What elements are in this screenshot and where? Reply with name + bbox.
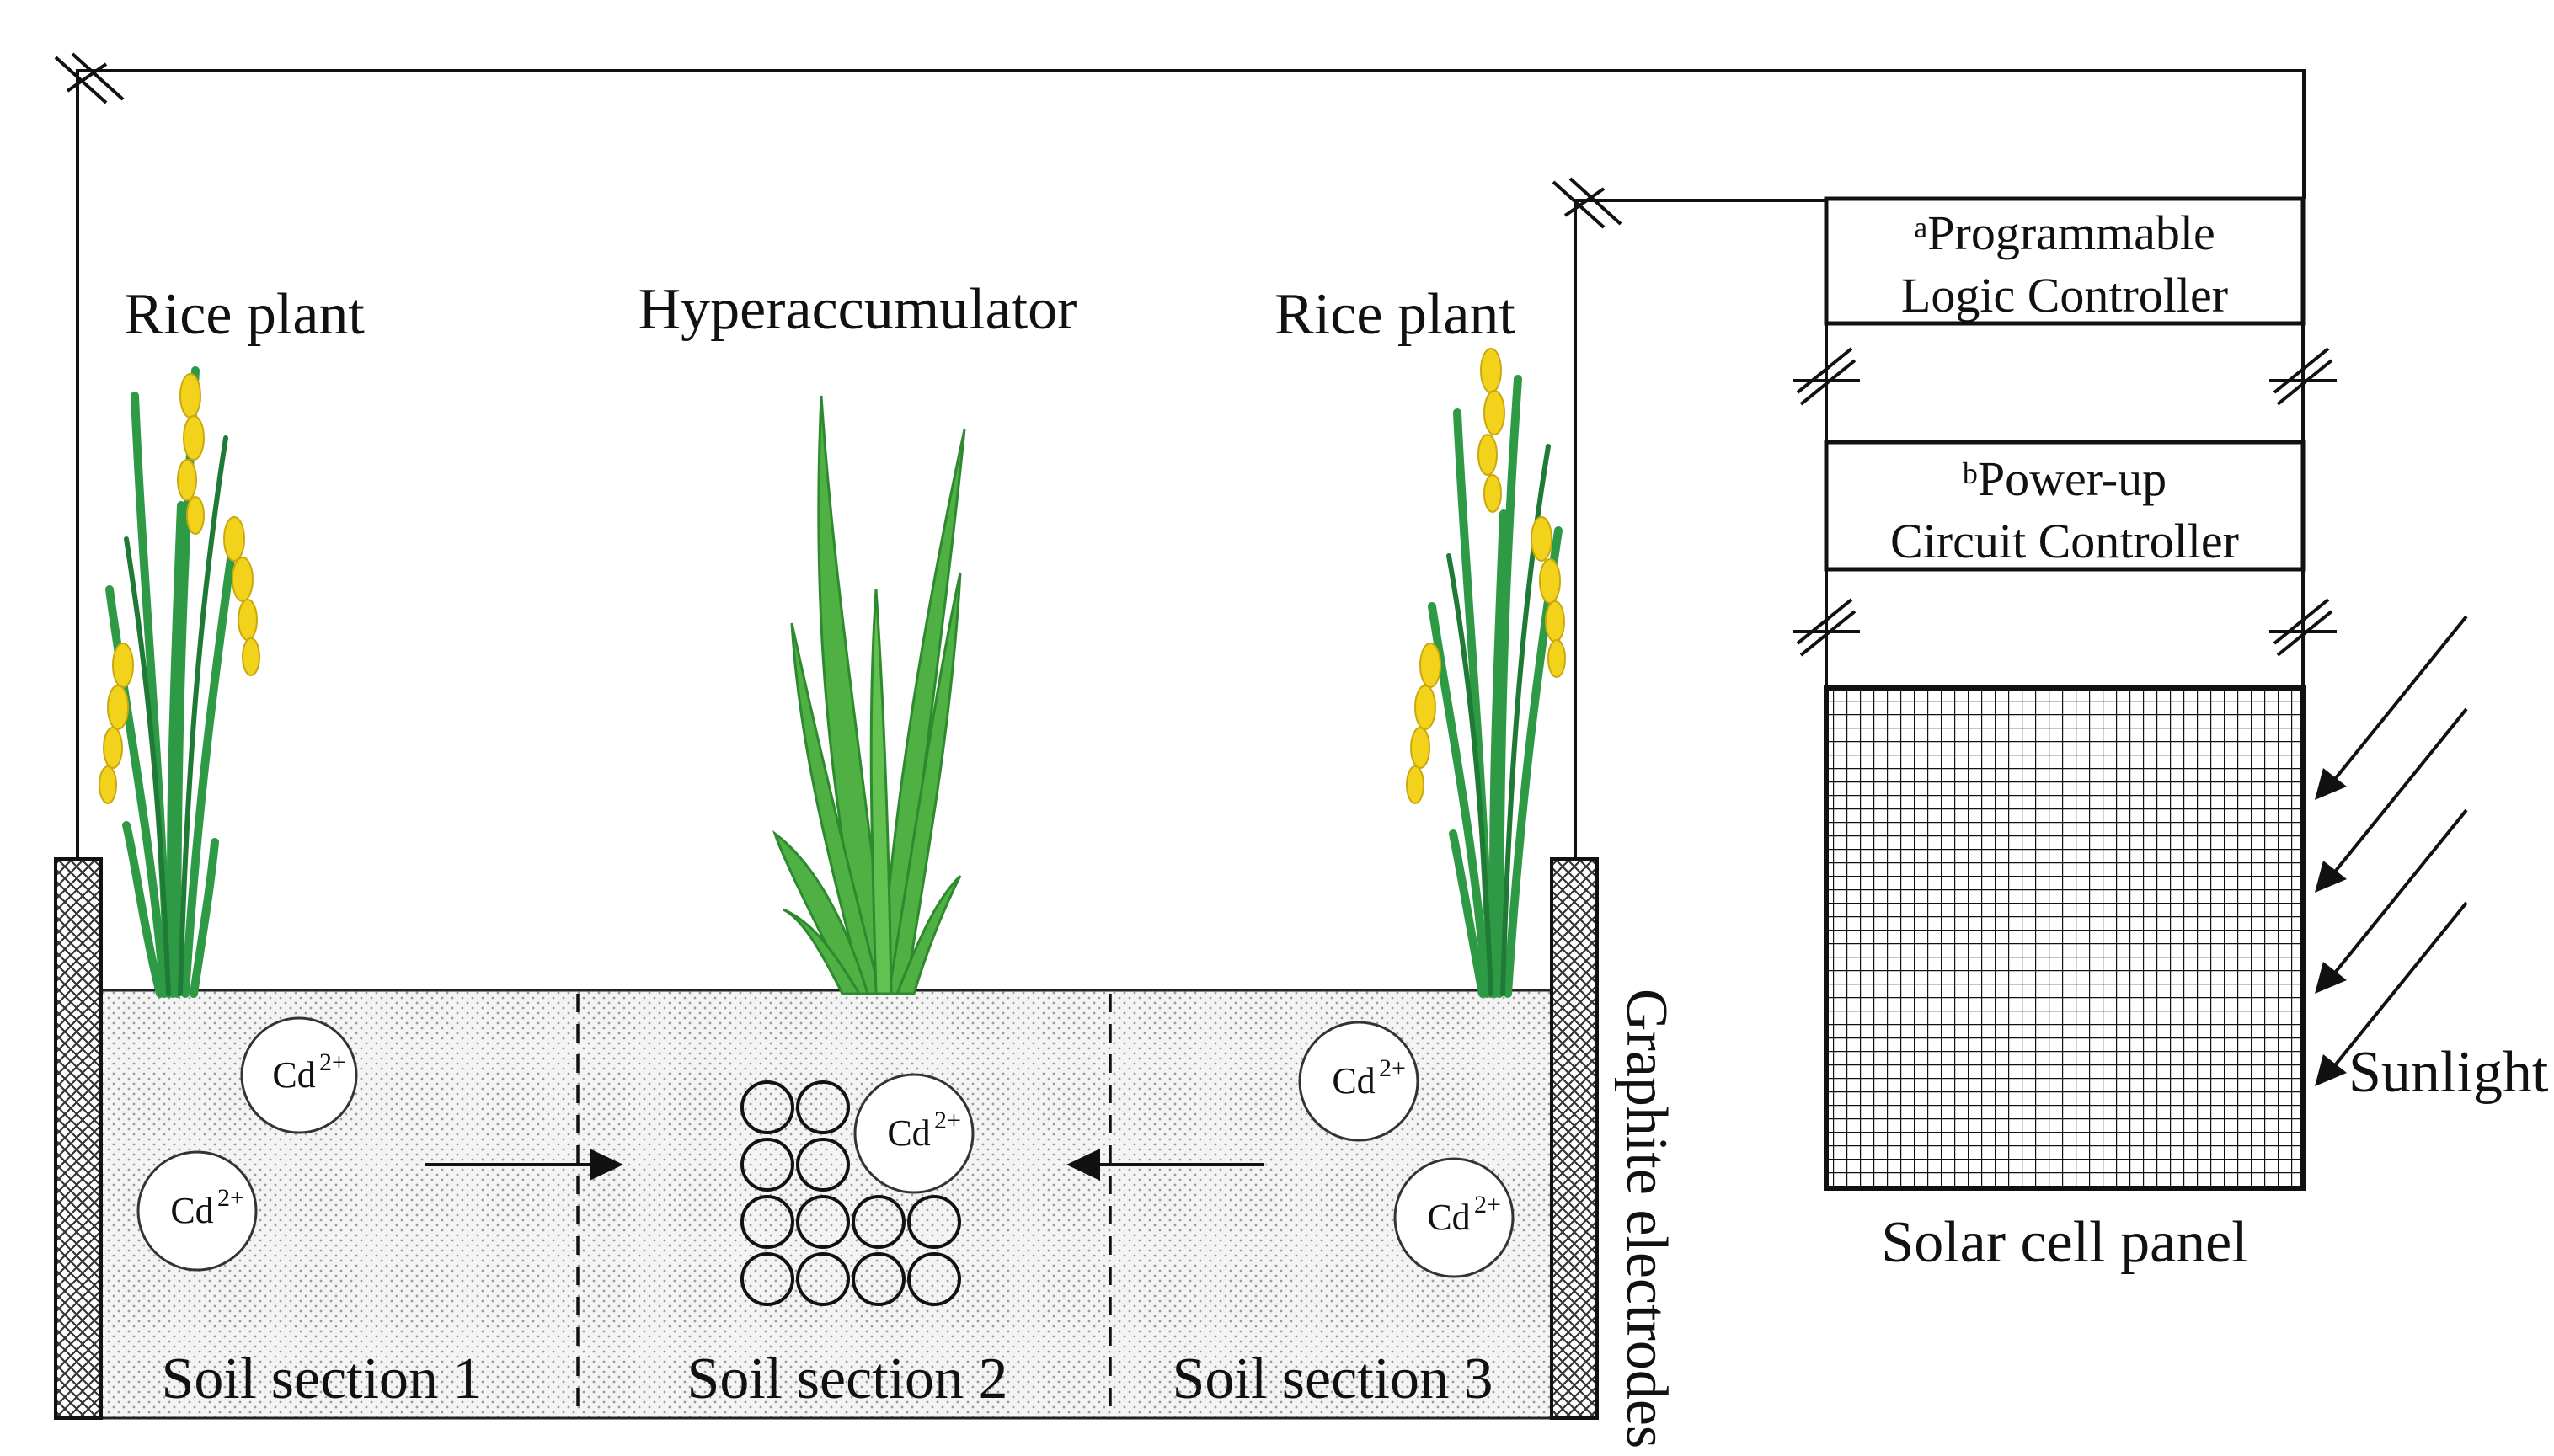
plc-line-2: Logic Controller <box>1901 268 2228 323</box>
wire-break-symbol <box>1552 177 1622 229</box>
plc-box-line-1: aProgrammable <box>1914 205 2215 260</box>
migration-arrows <box>425 1149 1264 1181</box>
cd-ion: Cd 2+ <box>853 1073 975 1194</box>
cd-ion-charge: 2+ <box>217 1184 244 1212</box>
sunlight-arrowhead <box>2315 768 2347 800</box>
power-box-line-1: bPower-up <box>1963 451 2167 506</box>
graphite-electrodes-label: Graphite electrodes <box>1614 989 1679 1448</box>
soil-section-1-label: Soil section 1 <box>161 1347 482 1411</box>
sunlight-ray <box>2330 901 2468 1071</box>
plc-line-1: Programmable <box>1927 205 2215 260</box>
sunlight-arrowheads <box>2315 768 2347 1086</box>
graphite-electrode-right <box>1550 857 1599 1420</box>
rice-plant-illustration-left <box>99 366 260 998</box>
root-adsorption-cluster <box>740 1080 961 1306</box>
cadmium-ions: Cd 2+ Cd 2+ Cd 2+ Cd 2+ Cd 2+ <box>136 1016 1515 1278</box>
wiring <box>76 69 2306 859</box>
sunlight-arrowhead <box>2315 1054 2347 1086</box>
wire-right-electrode <box>1574 199 1828 859</box>
wire-break-symbol <box>2269 347 2337 406</box>
hyperaccumulator-illustration <box>772 395 966 995</box>
sunlight-arrowhead <box>2315 962 2347 994</box>
solar-cell-panel-label: Solar cell panel <box>1881 1210 2247 1275</box>
wire-break-symbol <box>1793 347 1860 406</box>
arrow-right-head <box>590 1149 623 1181</box>
plc-superscript: a <box>1914 211 1927 244</box>
cd-ion: Cd 2+ <box>240 1016 358 1134</box>
sunlight-arrowhead <box>2315 861 2347 893</box>
cd-ion: Cd 2+ <box>136 1150 258 1272</box>
cd-ion-label: Cd <box>887 1112 930 1154</box>
sunlight-ray <box>2330 808 2468 979</box>
cd-ion-charge: 2+ <box>319 1048 346 1076</box>
cd-ion-charge: 2+ <box>1474 1191 1501 1219</box>
wire-break-symbol <box>2269 598 2337 657</box>
cd-ion: Cd 2+ <box>1298 1021 1419 1142</box>
cd-ion-label: Cd <box>1427 1197 1470 1238</box>
rice-plant-illustration-right <box>1406 348 1566 998</box>
sunlight-ray <box>2330 707 2468 877</box>
soil-section-3-label: Soil section 3 <box>1172 1347 1493 1411</box>
cd-ion: Cd 2+ <box>1393 1157 1515 1278</box>
graphite-electrode-left <box>54 857 103 1420</box>
cd-ion-charge: 2+ <box>934 1107 961 1134</box>
wire-left-electrode <box>76 69 2306 859</box>
rice-plant-right-label: Rice plant <box>1274 282 1515 347</box>
cd-ion-label: Cd <box>1332 1060 1375 1101</box>
hyperaccumulator-label: Hyperaccumulator <box>638 277 1077 342</box>
wire-break-symbol <box>1793 598 1860 657</box>
sunlight-arrows <box>2330 615 2468 1071</box>
cd-ion-label: Cd <box>170 1190 213 1231</box>
cd-ion-label: Cd <box>272 1054 315 1096</box>
wire-break-symbols <box>54 52 2337 657</box>
solar-cell-panel <box>1824 685 2306 1191</box>
programmable-logic-controller-box: aProgrammable Logic Controller <box>1824 196 2306 326</box>
cd-ion-charge: 2+ <box>1379 1054 1406 1082</box>
sunlight-label: Sunlight <box>2348 1040 2549 1105</box>
power-up-circuit-controller-box: bPower-up Circuit Controller <box>1824 440 2306 572</box>
power-line-1: Power-up <box>1978 451 2167 506</box>
power-line-2: Circuit Controller <box>1890 514 2239 568</box>
soil-section-2-label: Soil section 2 <box>687 1347 1007 1411</box>
wire-break-symbol <box>54 52 125 104</box>
sunlight-ray <box>2330 615 2468 785</box>
rice-plant-left-label: Rice plant <box>124 282 365 347</box>
arrow-left-head <box>1066 1149 1100 1181</box>
power-superscript: b <box>1963 456 1978 490</box>
